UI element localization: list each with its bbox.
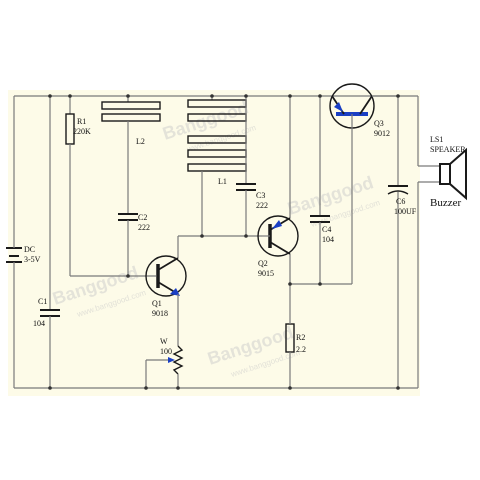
junction-dot xyxy=(244,94,248,98)
junction-dot xyxy=(144,386,148,390)
r1-label: R1 xyxy=(77,117,86,126)
capacitor-c4 xyxy=(310,96,330,284)
c6-label: C6 xyxy=(396,197,405,206)
dc-label: DC xyxy=(24,245,35,254)
c6-value-label: 100UF xyxy=(394,207,417,216)
transistor-q3 xyxy=(329,83,400,284)
speaker-cone xyxy=(449,147,467,201)
c3-value-label: 222 xyxy=(256,201,268,210)
buzzer-label: Buzzer xyxy=(430,197,461,209)
c3-label: C3 xyxy=(256,191,265,200)
c4-value-label: 104 xyxy=(322,235,334,244)
speaker-ls1 xyxy=(417,96,467,388)
junction-dot xyxy=(68,94,72,98)
w-zigzag xyxy=(172,345,184,375)
q1-collector xyxy=(157,257,179,271)
junctions xyxy=(48,94,400,390)
dc-value-label: 3-5V xyxy=(24,255,41,264)
junction-dot xyxy=(396,386,400,390)
c4-label: C4 xyxy=(322,225,331,234)
c1-value-label: 104 xyxy=(33,319,45,328)
q1-label: Q1 xyxy=(152,299,162,308)
power-rails xyxy=(13,95,418,389)
junction-dot xyxy=(126,274,130,278)
l2-label: L2 xyxy=(136,137,145,146)
q2-emitter-arrow xyxy=(272,220,282,229)
battery-dc xyxy=(6,242,22,266)
q3-label: Q3 xyxy=(374,119,384,128)
w-value-label: 100 xyxy=(160,347,172,356)
ls1-label: LS1 xyxy=(430,135,443,144)
r1-value-label: 220K xyxy=(73,127,91,136)
capacitor-c1 xyxy=(40,96,60,388)
c1-label: C1 xyxy=(38,297,47,306)
q2-label: Q2 xyxy=(258,259,268,268)
junction-dot xyxy=(288,282,292,286)
q2-value-label: 9015 xyxy=(258,269,274,278)
junction-dot xyxy=(244,234,248,238)
r2-value-label: 2.2 xyxy=(296,345,306,354)
w-label: W xyxy=(160,337,168,346)
l2-winding xyxy=(101,101,161,110)
inductor-l2 xyxy=(101,96,161,214)
l2-winding xyxy=(101,113,161,122)
junction-dot xyxy=(48,386,52,390)
junction-dot xyxy=(318,94,322,98)
r2-label: R2 xyxy=(296,333,305,342)
c2-value-label: 222 xyxy=(138,223,150,232)
resistor-r1 xyxy=(65,96,156,277)
speaker-magnet xyxy=(439,163,451,185)
schematic-background xyxy=(8,90,420,396)
junction-dot xyxy=(288,386,292,390)
capacitor-c6 xyxy=(387,96,409,388)
q3-value-label: 9012 xyxy=(374,129,390,138)
junction-dot xyxy=(126,94,130,98)
potentiometer-w xyxy=(145,345,184,388)
c6-plate-curved xyxy=(387,190,409,195)
junction-dot xyxy=(288,94,292,98)
transistor-q1 xyxy=(145,235,262,346)
q2-collector xyxy=(269,241,291,255)
resistor-r2 xyxy=(285,320,295,388)
junction-dot xyxy=(318,282,322,286)
capacitor-c2 xyxy=(118,213,138,276)
junction-dot xyxy=(200,234,204,238)
junction-dot xyxy=(48,94,52,98)
q3-emitter-arrow xyxy=(334,102,343,112)
junction-dot xyxy=(176,386,180,390)
transistor-q2 xyxy=(257,96,352,320)
q1-value-label: 9018 xyxy=(152,309,168,318)
junction-dot xyxy=(396,94,400,98)
l1-label: L1 xyxy=(218,177,227,186)
q1-body xyxy=(145,255,187,297)
capacitor-c3 xyxy=(236,96,256,236)
q3-collector xyxy=(359,95,373,115)
w-wiper-arrow xyxy=(168,357,175,363)
c2-label: C2 xyxy=(138,213,147,222)
junction-dot xyxy=(210,94,214,98)
q2-body xyxy=(257,215,299,257)
speaker-label: SPEAKER xyxy=(430,145,466,154)
